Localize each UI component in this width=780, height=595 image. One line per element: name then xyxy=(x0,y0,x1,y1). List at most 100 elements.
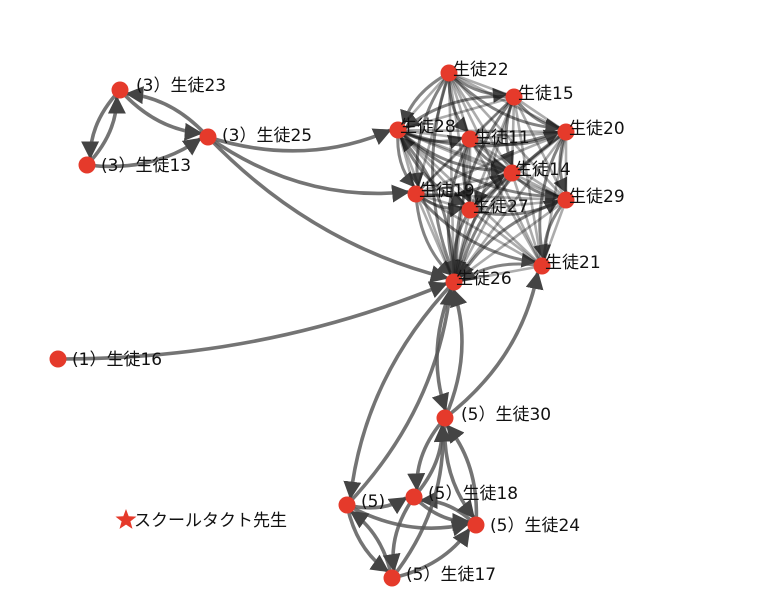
edge-s15-to-s26 xyxy=(448,96,516,276)
node-label-s11: 生徒11 xyxy=(474,128,530,148)
cluster-edge-s20-s26 xyxy=(452,131,568,283)
cluster-edge-s14-s19 xyxy=(415,171,513,196)
cluster-edge-s28-s26 xyxy=(396,129,456,283)
node-s18 xyxy=(405,488,423,506)
node-s17 xyxy=(383,569,401,587)
edge-s25-to-s19 xyxy=(206,135,411,203)
cluster-edge-s21-s26 xyxy=(453,264,543,284)
edge-s_left5-to-s17 xyxy=(345,504,390,573)
cluster-edge-s19-s27 xyxy=(415,192,471,212)
edge-s25-to-s26 xyxy=(206,135,449,283)
edge-s29-to-s26 xyxy=(459,198,567,279)
cluster-edge-s28-s20 xyxy=(397,128,567,134)
nodes-layer xyxy=(49,64,575,587)
cluster-edge-s15-s27 xyxy=(468,96,516,211)
node-label-s22: 生徒22 xyxy=(453,60,509,80)
cluster-edge-s15-s26 xyxy=(452,96,516,283)
cluster-edge-s15-s28 xyxy=(397,95,515,132)
node-s22 xyxy=(440,64,458,82)
cluster-edge-s19-s21 xyxy=(415,192,543,268)
cluster-edge-s22-s19 xyxy=(414,72,451,195)
edge-s22-to-s20 xyxy=(447,71,561,135)
node-s24 xyxy=(467,516,485,534)
cluster-edge-s14-s21 xyxy=(510,172,544,267)
cluster-edge-s22-s15 xyxy=(448,71,515,99)
node-s14 xyxy=(503,164,521,182)
node-s28 xyxy=(389,121,407,139)
node-label-s29: 生徒29 xyxy=(569,187,625,207)
node-label-s13: (3）生徒13 xyxy=(101,156,191,176)
cluster-edge-s11-s14 xyxy=(469,137,513,175)
edge-s25-to-s23 xyxy=(125,86,210,139)
edge-s25-to-s28 xyxy=(207,128,392,153)
cluster-edge-s29-s21 xyxy=(540,199,568,267)
cluster-edge-s14-s26 xyxy=(452,172,514,283)
cluster-edge-s29-s26 xyxy=(453,198,567,284)
node-label-s15: 生徒15 xyxy=(518,84,574,104)
cluster-edge-s22-s11 xyxy=(447,72,472,140)
cluster-edge-s22-s21 xyxy=(447,72,544,267)
edge-s28-to-s27 xyxy=(396,129,467,206)
cluster-edge-s22-s20 xyxy=(448,71,567,134)
cluster-edge-s20-s19 xyxy=(415,130,567,196)
edge-s22-to-s19 xyxy=(408,72,451,188)
edge-s23-to-s25 xyxy=(118,88,203,141)
edge-s16-to-s26 xyxy=(57,281,448,361)
node-label-s25: (3）生徒25 xyxy=(222,126,312,146)
edge-s20-to-s26 xyxy=(455,130,567,278)
cluster-edge-s28-s14 xyxy=(397,128,513,175)
node-s19 xyxy=(407,185,425,203)
node-s16 xyxy=(49,350,67,368)
node-label-s21: 生徒21 xyxy=(545,253,601,273)
edge-s13-to-s25 xyxy=(86,137,202,169)
edges-layer xyxy=(57,71,568,580)
cluster-edge-s27-s21 xyxy=(469,208,543,268)
node-s15 xyxy=(505,88,523,106)
node-s30 xyxy=(436,409,454,427)
edge-s19-to-s21 xyxy=(414,193,537,268)
cluster-edge-s28-s19 xyxy=(396,129,418,195)
cluster-edge-s11-s20 xyxy=(469,130,567,141)
edge-s17-to-s24 xyxy=(391,527,471,580)
node-label-s30: (5）生徒30 xyxy=(461,405,551,425)
cluster-edge-s15-s20 xyxy=(513,95,567,134)
node-label-s27: 生徒27 xyxy=(473,197,529,217)
node-label-s19: 生徒19 xyxy=(419,181,475,201)
cluster-edge-s19-s29 xyxy=(415,192,567,202)
node-s29 xyxy=(557,191,575,209)
node-s_left5 xyxy=(338,496,356,514)
node-teacher-star-icon xyxy=(115,509,137,529)
edge-s30-to-s21 xyxy=(443,270,544,420)
cluster-edge-s15-s14 xyxy=(510,96,516,174)
cluster-edge-s28-s29 xyxy=(397,128,567,202)
cluster-edge-s27-s26 xyxy=(452,209,472,283)
cluster-edge-s15-s21 xyxy=(512,96,544,267)
cluster-edge-s22-s29 xyxy=(448,72,567,201)
node-s27 xyxy=(461,201,479,219)
edge-s17-to-s30 xyxy=(390,423,453,580)
edge-s22-to-s26 xyxy=(431,72,456,276)
cluster-edge-s20-s21 xyxy=(540,131,568,267)
node-label-s_left5: (5) xyxy=(361,492,385,512)
edge-s26-to-s_left5 xyxy=(343,280,456,500)
node-s13 xyxy=(78,156,96,174)
edge-s28-to-s29 xyxy=(396,128,561,205)
cluster-edge-s19-s26 xyxy=(414,193,456,283)
cluster-edge-s11-s21 xyxy=(468,138,544,267)
edge-s_left5-to-s26 xyxy=(345,287,458,507)
node-label-s20: 生徒20 xyxy=(569,119,625,139)
cluster-edge-s28-s27 xyxy=(397,129,471,211)
node-s21 xyxy=(533,257,551,275)
edge-s24-to-s30 xyxy=(445,424,479,526)
cluster-edge-s22-s28 xyxy=(397,72,450,131)
cluster-edge-s15-s29 xyxy=(512,96,568,201)
node-s26 xyxy=(445,273,463,291)
cluster-edge-s14-s29 xyxy=(511,171,567,202)
node-label-s17: (5）生徒17 xyxy=(406,565,496,585)
cluster-edge-s28-s11 xyxy=(397,128,471,141)
cluster-edge-s14-s27 xyxy=(469,172,513,211)
node-label-s14: 生徒14 xyxy=(515,160,571,180)
cluster-edge-s22-s27 xyxy=(447,72,472,211)
